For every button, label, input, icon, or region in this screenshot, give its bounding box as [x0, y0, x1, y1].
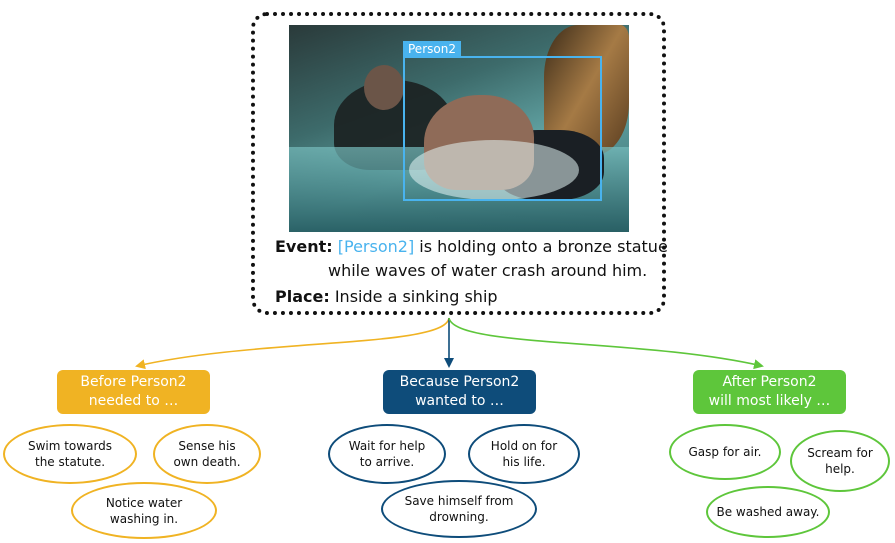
because-bubble-2-line1: Hold on for: [490, 439, 558, 453]
because-bubble-1: Wait for help to arrive.: [328, 424, 446, 484]
before-header: Before Person2 needed to …: [57, 370, 210, 414]
after-header-line1: After Person2: [722, 374, 817, 390]
before-header-line1: Before Person2: [80, 374, 187, 390]
event-line-2: while waves of water crash around him.: [328, 261, 648, 280]
because-header: Because Person2 wanted to …: [383, 370, 536, 414]
background-figure-head: [364, 65, 404, 110]
after-bubble-2: Scream for help.: [790, 430, 890, 492]
after-bubble-2-line1: Scream for: [807, 446, 873, 460]
before-bubble-1: Swim towards the statute.: [3, 424, 137, 484]
water-splash: [409, 140, 579, 200]
arrow-to-after: [448, 317, 764, 370]
after-header: After Person2 will most likely …: [693, 370, 846, 414]
event-person-ref: [Person2]: [337, 237, 415, 256]
before-bubble-3-line1: Notice water: [105, 495, 183, 510]
place-line: Place: Inside a sinking ship: [275, 286, 498, 308]
arrow-to-before: [135, 317, 450, 370]
because-bubble-1-line2: to arrive.: [359, 455, 415, 469]
after-bubble-1-line1: Gasp for air.: [688, 445, 762, 459]
before-bubble-1-line2: the statute.: [34, 455, 106, 469]
because-bubble-1-line1: Wait for help: [348, 439, 426, 453]
event-label: Event:: [275, 237, 333, 256]
because-header-line1: Because Person2: [399, 374, 520, 390]
person2-bounding-box: [403, 56, 602, 201]
because-header-line2: wanted to …: [415, 393, 504, 409]
after-header-line2: will most likely …: [708, 393, 831, 409]
person2-tag: Person2: [403, 41, 461, 57]
after-bubble-3-line1: Be washed away.: [716, 505, 820, 519]
because-bubble-3-line2: drowning.: [429, 510, 489, 524]
place-text: Inside a sinking ship: [329, 287, 498, 306]
before-bubble-2: Sense his own death.: [153, 424, 261, 484]
because-bubble-2: Hold on for his life.: [468, 424, 580, 484]
before-bubble-2-line2: own death.: [173, 455, 241, 469]
place-label: Place:: [275, 287, 330, 306]
after-bubble-3: Be washed away.: [706, 486, 830, 538]
scene-image: [289, 25, 629, 232]
event-line-1-rest: is holding onto a bronze statue: [414, 237, 668, 256]
event-frame: [251, 12, 666, 315]
before-bubble-3-line2: washing in.: [109, 511, 179, 526]
event-line-1: Event: [Person2] is holding onto a bronz…: [275, 236, 668, 258]
before-header-line2: needed to …: [88, 393, 179, 409]
because-bubble-3-line1: Save himself from: [404, 494, 514, 508]
after-bubble-2-line2: help.: [825, 462, 855, 476]
before-bubble-1-line1: Swim towards: [27, 439, 113, 453]
before-bubble-2-line1: Sense his: [178, 439, 236, 453]
before-bubble-3: Notice water washing in.: [71, 482, 217, 539]
because-bubble-3: Save himself from drowning.: [381, 480, 537, 538]
because-bubble-2-line2: his life.: [502, 455, 546, 469]
after-bubble-1: Gasp for air.: [669, 424, 781, 480]
